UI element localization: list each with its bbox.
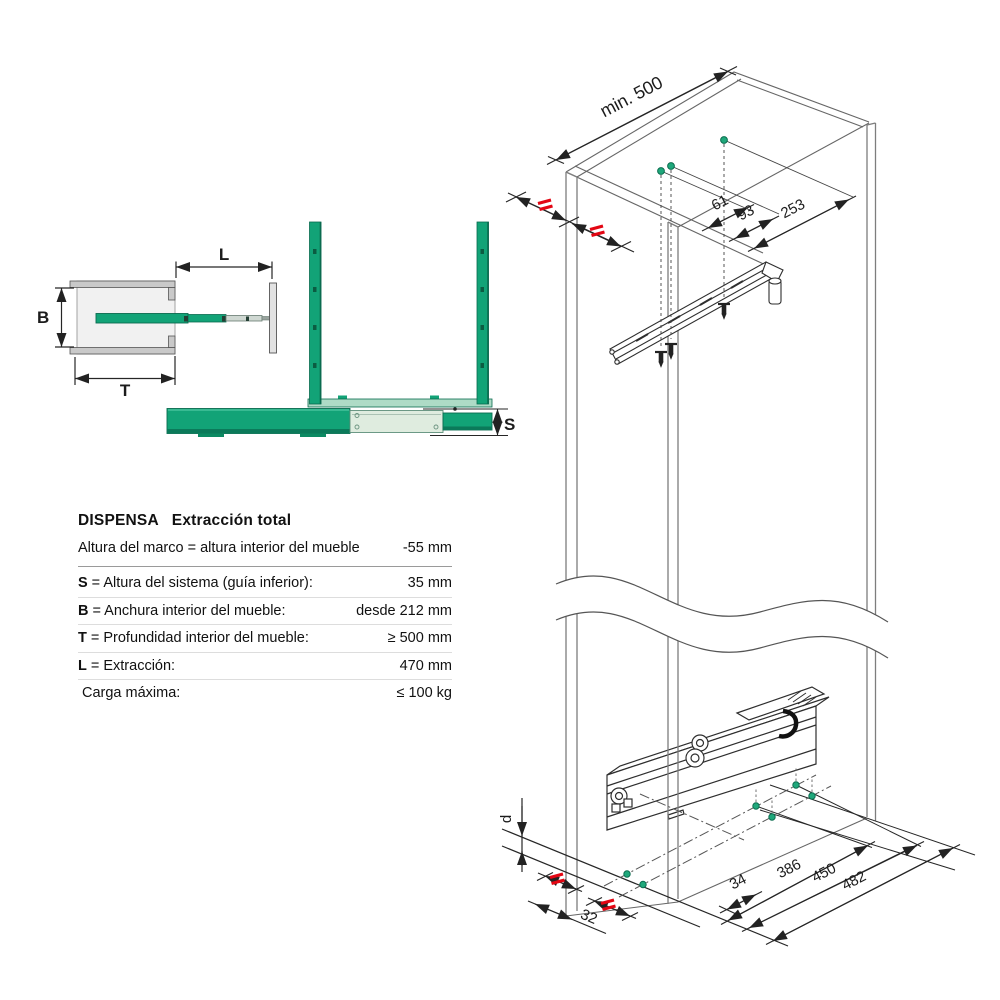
spec-row-value: ≤ 100 kg bbox=[396, 685, 452, 701]
plan-dim-extraction-label: L bbox=[219, 245, 229, 264]
iso-dim-253: 253 bbox=[778, 196, 808, 222]
spec-row-t: T= Profundidad interior del mueble: ≥ 50… bbox=[78, 625, 452, 653]
iso-dim-61: 61 bbox=[709, 192, 731, 215]
iso-dimensions bbox=[501, 65, 976, 947]
spec-table-title: DISPENSA Extracción total bbox=[78, 512, 452, 530]
bottom-slide-unit bbox=[606, 686, 830, 831]
front-dim-system-height-label: S bbox=[504, 415, 515, 434]
spec-intro-label: Altura del marco = altura interior del m… bbox=[78, 540, 360, 556]
front-inner-rail bbox=[349, 410, 444, 433]
equal-spacing-marks bbox=[537, 198, 616, 912]
spec-row-b: B= Anchura interior del mueble: desde 21… bbox=[78, 598, 452, 625]
spec-row-label: = Extracción: bbox=[90, 657, 176, 674]
plan-slide-rail bbox=[95, 313, 189, 324]
spec-row-load: Carga máxima: ≤ 100 kg bbox=[78, 680, 452, 707]
iso-dim-34: 34 bbox=[727, 871, 749, 894]
slide-hook bbox=[778, 708, 799, 739]
spec-row-l: L= Extracción: 470 mm bbox=[78, 653, 452, 680]
plan-cabinet-top-wall bbox=[69, 280, 176, 288]
plan-dim-width-label: B bbox=[37, 308, 49, 327]
front-back-lip bbox=[307, 398, 493, 408]
spec-row-label: Carga máxima: bbox=[82, 685, 181, 701]
plan-view-diagram: L B T bbox=[37, 245, 277, 400]
front-view-diagram: S bbox=[166, 221, 515, 437]
plan-dim-depth-label: T bbox=[120, 381, 131, 400]
spec-row-value: 35 mm bbox=[407, 575, 452, 591]
iso-dim-386: 386 bbox=[774, 856, 803, 882]
spec-separator bbox=[78, 566, 452, 567]
plan-cabinet-bottom-wall bbox=[69, 347, 176, 355]
iso-dim-32: 32 bbox=[578, 906, 600, 928]
iso-dim-min-depth: min. 500 bbox=[597, 72, 666, 121]
spec-intro-value: -55 mm bbox=[402, 540, 452, 556]
spec-row-label: = Profundidad interior del mueble: bbox=[90, 630, 309, 646]
break-wave bbox=[555, 575, 889, 659]
screw-hole-markers bbox=[623, 136, 816, 889]
spec-row-value: desde 212 mm bbox=[356, 602, 452, 619]
iso-installation-drawing: min. 500 61 93 253 d 32 34 386 450 482 bbox=[498, 65, 976, 947]
spec-row-value: 470 mm bbox=[399, 657, 452, 674]
mounting-screws bbox=[655, 302, 730, 368]
plan-front-panel bbox=[269, 282, 277, 354]
product-name: DISPENSA bbox=[78, 512, 159, 529]
spec-intro-row: Altura del marco = altura interior del m… bbox=[78, 538, 452, 566]
spec-row-label: = Anchura interior del mueble: bbox=[92, 602, 286, 619]
top-guide-rail bbox=[609, 261, 784, 365]
iso-dim-93: 93 bbox=[735, 202, 757, 225]
product-variant: Extracción total bbox=[171, 512, 292, 529]
iso-cabinet-edges bbox=[565, 122, 877, 916]
spec-row-value: ≥ 500 mm bbox=[387, 630, 452, 646]
spec-row-s: S= Altura del sistema (guía inferior): 3… bbox=[78, 570, 452, 598]
iso-dim-d: d bbox=[498, 815, 515, 823]
spec-table: DISPENSA Extracción total Altura del mar… bbox=[78, 512, 452, 707]
spec-row-label: = Altura del sistema (guía inferior): bbox=[91, 575, 313, 591]
